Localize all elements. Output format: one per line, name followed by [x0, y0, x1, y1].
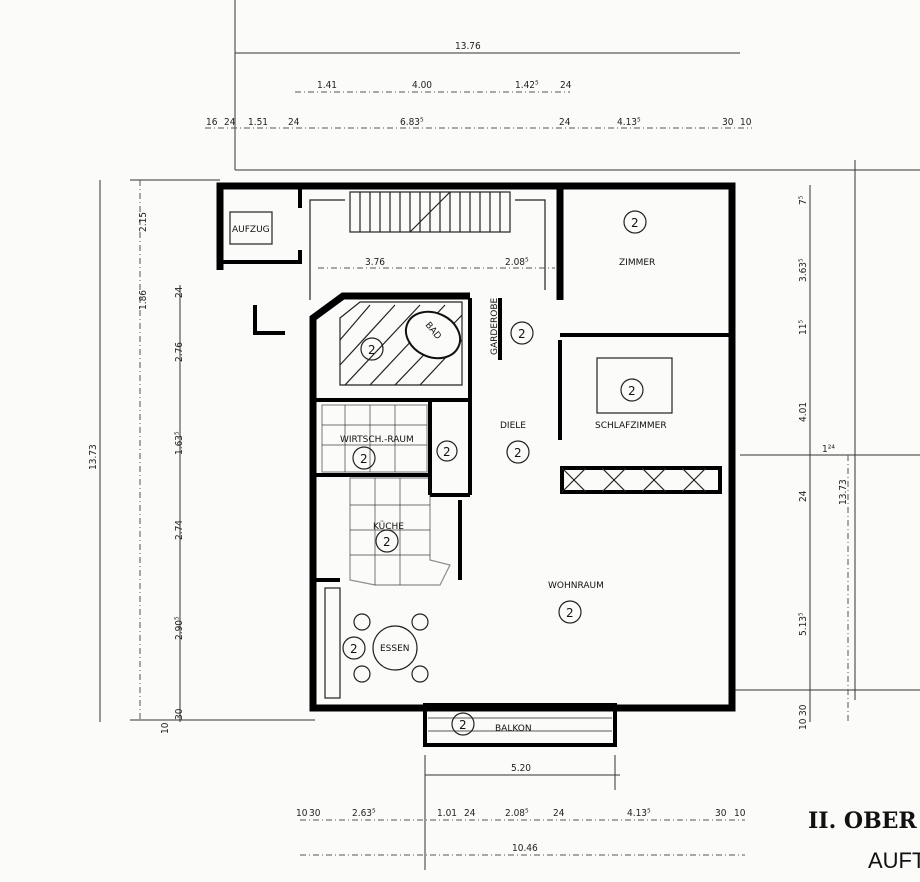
room-label-zimmer: ZIMMER: [619, 258, 655, 268]
room-label-wohnraum: WOHNRAUM: [548, 581, 604, 591]
floor-subtitle: AUFT: [868, 848, 920, 873]
dim-note: 1²⁴: [822, 444, 835, 455]
wardrobe-hatch: [561, 467, 707, 493]
dim: 4.13⁵: [627, 808, 651, 819]
dim: 4.00: [412, 80, 432, 91]
dim: 2.63⁵: [352, 808, 376, 819]
room-marker: 2: [342, 636, 366, 660]
top-dimensions: 13.76 1.41 4.00 1.42⁵ 24 16 24 1.51 24 6…: [205, 41, 752, 129]
dim: 24: [464, 808, 476, 819]
svg-text:2: 2: [631, 216, 639, 230]
left-dimensions: 13.73 2.15 1.86 24 2.76 1.63⁵ 2.74 2.90⁵…: [88, 180, 185, 734]
stair-treads: [359, 191, 501, 233]
balcony-bricks: [428, 717, 612, 732]
dim-balcony: 5.20: [511, 763, 531, 774]
reference-lines: [130, 0, 920, 721]
dim: 2.90⁵: [174, 616, 185, 640]
dim: 11⁵: [798, 320, 809, 335]
dim-overall-top: 13.76: [455, 41, 481, 52]
room-marker: 2: [623, 210, 647, 234]
room-marker: 2: [436, 440, 458, 462]
dim: 24: [798, 490, 809, 502]
dim: 24: [288, 117, 300, 128]
dim: 7⁵: [798, 195, 809, 205]
svg-text:2: 2: [628, 384, 636, 398]
dim: 10: [160, 722, 171, 734]
room-label-wirtsch-raum: WIRTSCH.-RAUM: [340, 435, 414, 445]
dim: 1.51: [248, 117, 268, 128]
dim-interior: 3.76: [365, 257, 385, 268]
svg-text:2: 2: [360, 452, 368, 466]
room-labels: AUFZUG BAD GARDEROBE ZIMMER SCHLAFZIMMER…: [232, 225, 667, 734]
svg-text:2: 2: [368, 343, 376, 357]
dim: 10: [734, 808, 746, 819]
floor-title: II. OBER: [808, 808, 917, 834]
dim: 4.01: [798, 402, 809, 422]
svg-text:2: 2: [350, 642, 358, 656]
room-marker: 2: [451, 712, 475, 736]
dim: 10: [296, 808, 308, 819]
room-markers: 2 2 2 2 2 2 2 2 2 2 2: [342, 210, 647, 736]
room-label-aufzug: AUFZUG: [232, 225, 270, 235]
dim: 1.42⁵: [515, 80, 539, 91]
svg-text:2: 2: [383, 535, 391, 549]
room-label-schlafzimmer: SCHLAFZIMMER: [595, 421, 667, 431]
dim: 24: [224, 117, 236, 128]
dim: 30: [309, 808, 321, 819]
dim: 10: [740, 117, 752, 128]
dim: 30: [715, 808, 727, 819]
dim: 3.63⁵: [798, 258, 809, 282]
walls: 3.76 2.08⁵: [216, 182, 736, 870]
dim: 24: [560, 80, 572, 91]
svg-text:2: 2: [514, 446, 522, 460]
room-marker: 2: [510, 321, 534, 345]
dim: 1.63⁵: [174, 431, 185, 455]
room-marker: 2: [620, 378, 644, 402]
right-dimensions: 7⁵ 3.63⁵ 11⁵ 4.01 24 5.13⁵ 10 30 1²⁴ 13.…: [798, 185, 849, 730]
dim: 1.41: [317, 80, 337, 91]
room-marker: 2: [375, 529, 399, 553]
dim: 24: [174, 286, 185, 298]
dim: 1.01: [437, 808, 457, 819]
room-label-balkon: BALKON: [495, 724, 532, 734]
dim: 24: [559, 117, 571, 128]
dim: 4.13⁵: [617, 117, 641, 128]
kitchen-tiles: [321, 404, 451, 586]
bottom-dimensions: 5.20 10 30 2.63⁵ 1.01 24 2.08⁵ 24 4.13⁵ …: [296, 763, 746, 856]
dim: 2.08⁵: [505, 808, 529, 819]
dim: 6.83⁵: [400, 117, 424, 128]
room-marker: 2: [506, 440, 530, 464]
svg-text:2: 2: [566, 606, 574, 620]
dim-overall-right: 13.73: [838, 479, 849, 505]
room-label-essen: ESSEN: [380, 644, 410, 654]
dim-overall-left: 13.73: [88, 444, 99, 470]
dim: 2.74: [174, 520, 185, 540]
room-marker: 2: [558, 600, 582, 624]
dim: 1.86: [138, 290, 149, 310]
room-label-kueche: KÜCHE: [373, 521, 404, 532]
dim-interior: 2.08⁵: [505, 257, 529, 268]
room-marker: 2: [352, 446, 376, 470]
room-marker: 2: [360, 337, 384, 361]
dim: 24: [553, 808, 565, 819]
dim: 5.13⁵: [798, 612, 809, 636]
dim: 2.76: [174, 342, 185, 362]
svg-text:2: 2: [459, 718, 467, 732]
svg-text:2: 2: [518, 327, 526, 341]
dim: 2.15: [138, 212, 149, 232]
room-label-garderobe: GARDEROBE: [490, 297, 500, 355]
dim: 30: [722, 117, 734, 128]
dim: 30: [174, 708, 185, 720]
dim: 16: [206, 117, 218, 128]
svg-text:2: 2: [443, 445, 451, 459]
dim: 10: [798, 718, 809, 730]
dim-overall-bottom: 10.46: [512, 843, 538, 854]
room-label-diele: DIELE: [500, 421, 526, 431]
dim: 30: [798, 704, 809, 716]
